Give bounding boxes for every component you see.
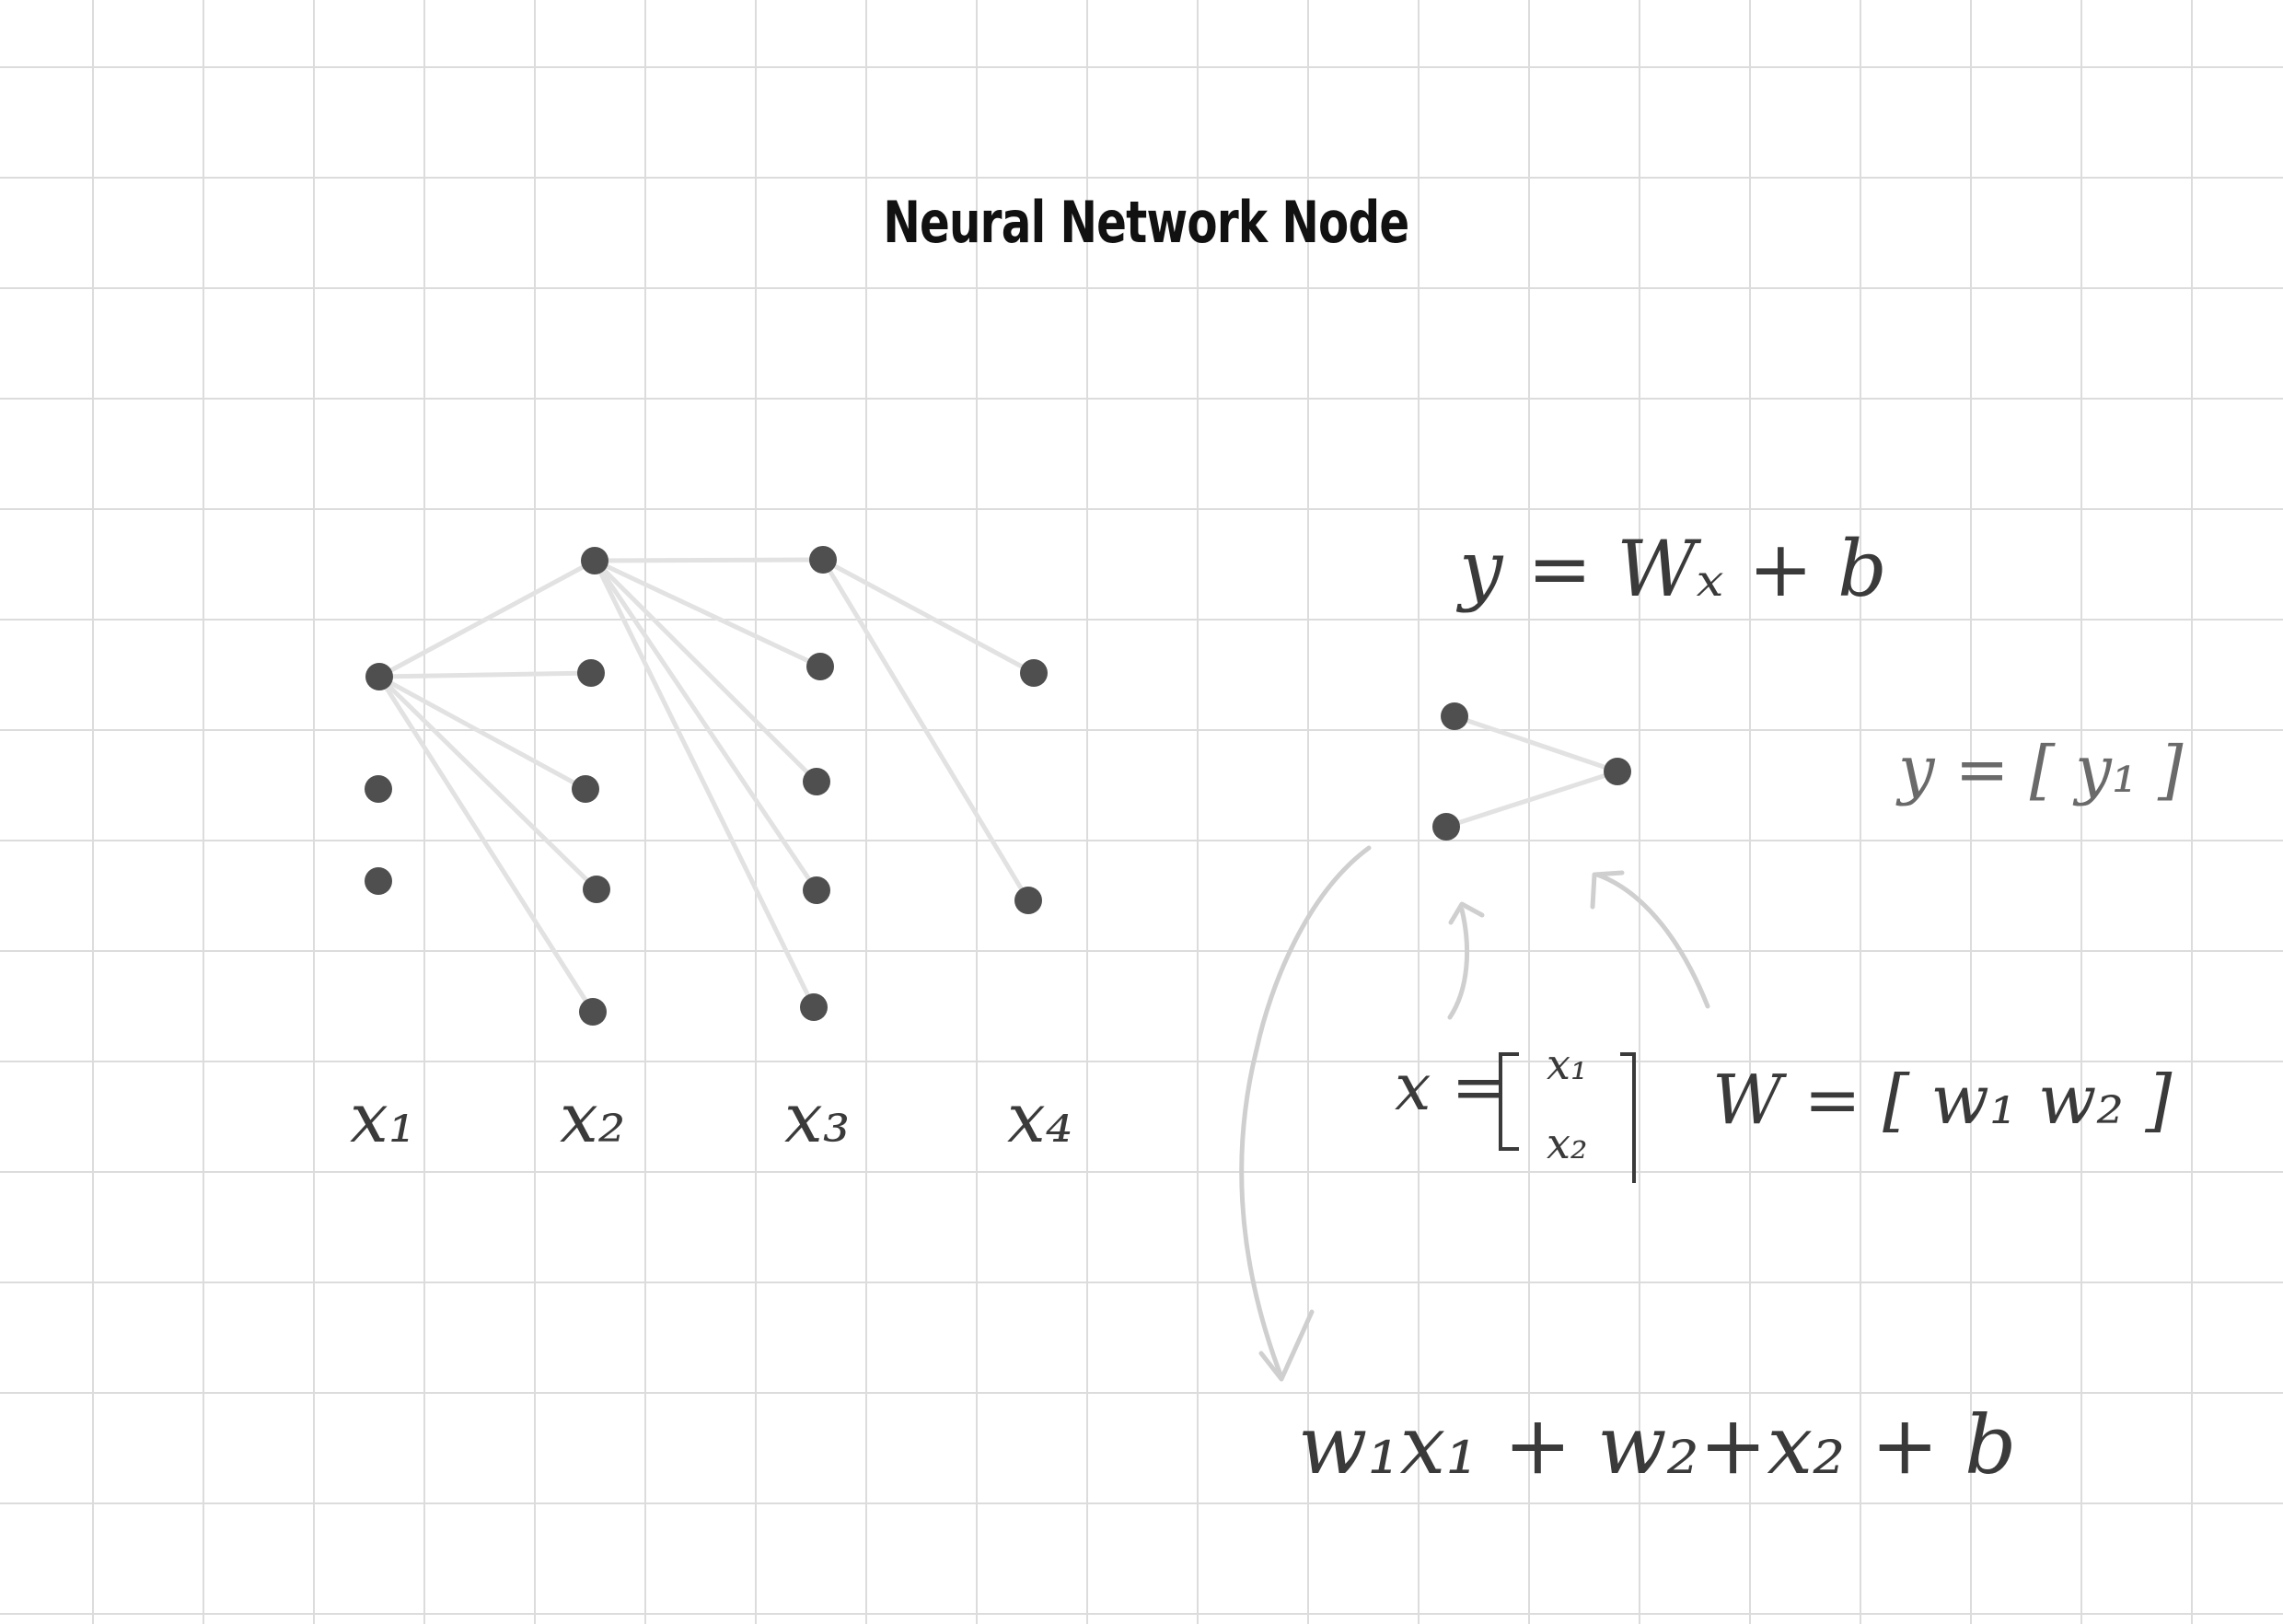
x-vector: x = x₁ x₂ bbox=[1395, 1039, 1636, 1183]
edge bbox=[1452, 713, 1620, 774]
input-node-1 bbox=[1441, 702, 1468, 730]
x-vector-label: x = bbox=[1395, 1050, 1505, 1125]
equation-expanded: w₁x₁ + w₂+x₂ + b bbox=[1298, 1398, 2016, 1492]
equation-w-vector: W = [ w₁ w₂ ] bbox=[1712, 1061, 2173, 1140]
edge bbox=[377, 674, 599, 892]
arrow-head bbox=[1448, 901, 1485, 925]
arrow-head bbox=[1590, 870, 1625, 910]
arrow-head bbox=[1258, 1309, 1315, 1382]
edge bbox=[820, 557, 1031, 903]
node-layer3-1 bbox=[809, 546, 837, 574]
layer-label-x2: x₂ bbox=[560, 1079, 625, 1158]
node-layer3-2 bbox=[806, 653, 834, 680]
edge bbox=[592, 558, 819, 893]
node-layer2-4 bbox=[583, 876, 610, 903]
node-layer2-3 bbox=[572, 775, 599, 803]
edge bbox=[592, 557, 826, 563]
node-layer1-3 bbox=[365, 867, 392, 895]
layer-label-x4: x₄ bbox=[1007, 1079, 1072, 1158]
output-node bbox=[1604, 758, 1631, 785]
edge bbox=[592, 558, 819, 784]
node-layer2-2 bbox=[577, 659, 605, 687]
page-title: Neural Network Node bbox=[883, 189, 1409, 256]
edge bbox=[377, 558, 597, 679]
x-vector-entry-1: x₁ bbox=[1547, 1039, 1587, 1089]
arrow-x-to-inputs bbox=[1447, 907, 1470, 1020]
equation-y-vector: y = [ y₁ ] bbox=[1895, 732, 2184, 807]
node-layer2-5 bbox=[579, 998, 607, 1026]
node-layer4-1 bbox=[1020, 659, 1048, 687]
edge bbox=[592, 558, 823, 669]
edge bbox=[377, 674, 588, 792]
x-vector-entry-2: x₂ bbox=[1547, 1119, 1587, 1168]
edge bbox=[377, 670, 594, 679]
network-nodes bbox=[365, 546, 1048, 1026]
node-layer1-1 bbox=[365, 663, 393, 690]
annotation-arrows bbox=[1239, 845, 1710, 1382]
single-node-nodes bbox=[1432, 702, 1631, 841]
input-node-2 bbox=[1432, 813, 1460, 841]
network-edges bbox=[377, 557, 1037, 1015]
node-layer4-2 bbox=[1014, 887, 1042, 914]
right-bracket bbox=[1620, 1052, 1636, 1183]
node-layer1-2 bbox=[365, 775, 392, 803]
arrow-node-to-expanded bbox=[1239, 845, 1372, 1380]
edge bbox=[820, 557, 1037, 676]
layer-labels: x₁ x₂ x₃ x₄ bbox=[350, 1079, 1072, 1158]
equation-linear: y = Wₓ + b bbox=[1455, 524, 1887, 614]
left-bracket bbox=[1499, 1052, 1519, 1151]
layer-label-x1: x₁ bbox=[350, 1079, 415, 1158]
node-layer3-5 bbox=[800, 993, 828, 1021]
layer-label-x3: x₃ bbox=[784, 1079, 850, 1158]
node-layer2-1 bbox=[581, 547, 608, 574]
edge bbox=[377, 674, 596, 1015]
edge bbox=[592, 558, 817, 1010]
arrow-w-to-output bbox=[1594, 872, 1710, 1009]
single-node-edges bbox=[1443, 713, 1620, 829]
node-layer3-3 bbox=[803, 768, 830, 795]
edge bbox=[1443, 769, 1620, 829]
node-layer3-4 bbox=[803, 876, 830, 904]
